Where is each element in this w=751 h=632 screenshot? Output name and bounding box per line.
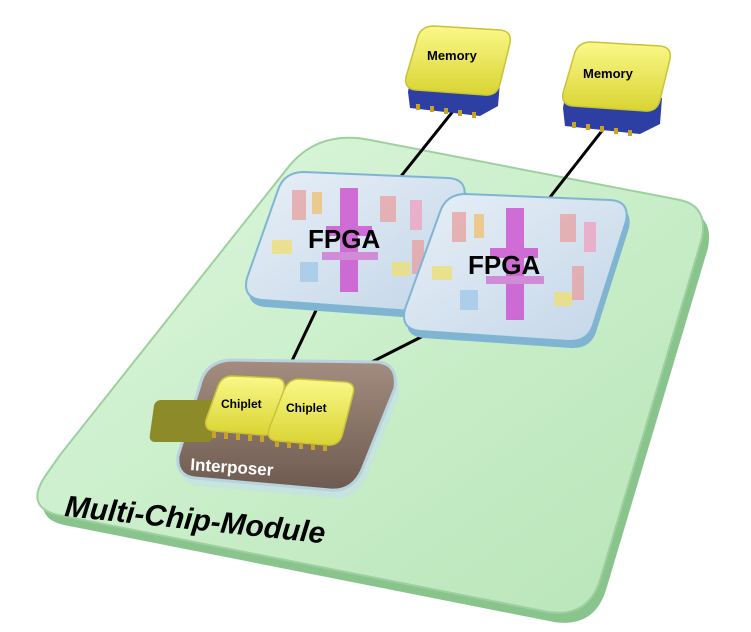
- memory-2-label: Memory: [583, 66, 634, 81]
- fpga-1-logic: [272, 188, 424, 292]
- memory-2-body: [561, 41, 672, 112]
- chiplet-1: Chiplet: [149, 375, 286, 442]
- fpga-1: FPGA: [245, 170, 468, 319]
- fpga-2-logic: [432, 208, 596, 320]
- fpga-1-label: FPGA: [308, 224, 380, 254]
- connection-memory2-fpga2: [538, 117, 614, 211]
- fpga-2-label: FPGA: [468, 250, 540, 280]
- fpga-2: FPGA: [403, 192, 630, 349]
- connection-memory1-fpga1: [396, 99, 464, 181]
- chiplet-2-body: [267, 378, 355, 446]
- memory-1-label: Memory: [427, 48, 478, 63]
- chiplet-1-label: Chiplet: [221, 397, 262, 411]
- connection-fpga1-interposer: [288, 301, 322, 366]
- memory-1-body: [404, 25, 512, 96]
- chiplet-2-label: Chiplet: [286, 401, 327, 415]
- chiplet-2: Chiplet: [267, 378, 355, 451]
- memory-1: Memory: [404, 25, 512, 118]
- memory-2: Memory: [561, 41, 672, 136]
